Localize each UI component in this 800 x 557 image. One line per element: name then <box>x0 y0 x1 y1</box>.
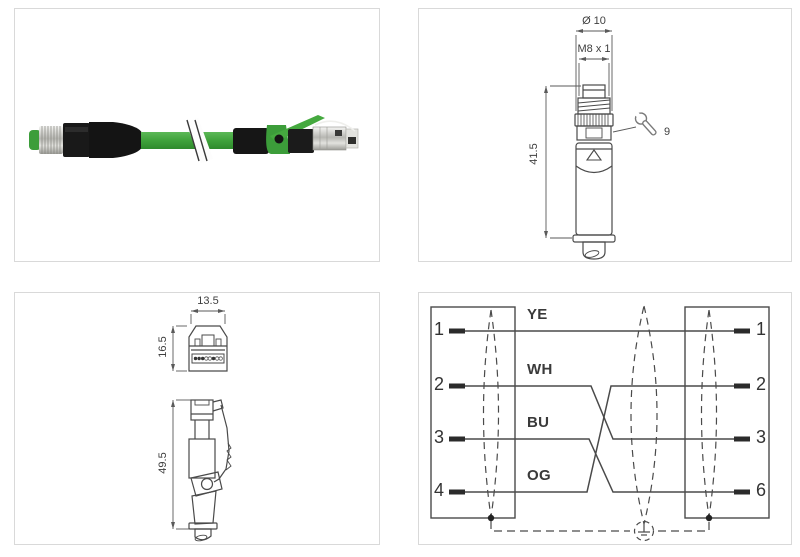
product-photo-illustration <box>29 115 359 164</box>
thread-dimension-label: M8 x 1 <box>577 43 611 55</box>
width-dimension-label: 13.5 <box>197 295 219 307</box>
height-dimension-label: 16.5 <box>157 336 169 358</box>
ground-connection <box>490 520 710 542</box>
wire-label-ye: YE <box>527 306 548 323</box>
right-pin-6: 6 <box>755 480 766 500</box>
wire-lines <box>465 330 734 493</box>
right-pin-2: 2 <box>755 374 766 394</box>
wrench-icon <box>633 111 657 136</box>
wrench-leader-line <box>612 126 637 133</box>
wrench-size-label: 9 <box>664 126 671 138</box>
cable-photo <box>141 117 235 164</box>
pin-bars <box>449 328 750 495</box>
m8-connector-outline <box>572 84 616 260</box>
orientation-triangle <box>585 149 603 161</box>
latch-spring-wire <box>314 120 356 132</box>
right-shield-dot <box>705 514 713 522</box>
dimension-arrows <box>544 29 612 238</box>
right-pin-1: 1 <box>755 319 766 339</box>
m8-drawing <box>544 29 657 260</box>
left-shield-dot <box>487 514 495 522</box>
right-connector-box <box>684 306 770 519</box>
panel-m8-dimension-drawing: Ø 10 M8 x 1 41.5 9 <box>418 8 792 262</box>
rj45-side-view <box>188 399 232 542</box>
rj45-pin-dots <box>193 356 223 361</box>
dimension-arrows <box>171 309 225 529</box>
m8-connector-photo <box>29 122 142 158</box>
wire-og <box>465 385 734 493</box>
right-shield-ellipse <box>700 309 718 518</box>
panel-product-photo <box>14 8 380 262</box>
panel-wiring-diagram: 1 2 3 4 1 2 3 6 YE WH BU OG <box>418 292 792 545</box>
length-dimension-label: 41.5 <box>528 143 540 165</box>
left-connector-box <box>430 306 516 519</box>
left-pin-3: 3 <box>433 427 444 447</box>
wire-label-og: OG <box>527 467 551 484</box>
left-pin-1: 1 <box>433 319 444 339</box>
wire-label-wh: WH <box>527 361 553 378</box>
rj45-drawing <box>171 309 232 542</box>
rj45-connector-photo <box>233 115 359 154</box>
left-pin-2: 2 <box>433 374 444 394</box>
dimension-lines <box>545 30 613 239</box>
left-pin-4: 4 <box>433 480 444 500</box>
latch-lever <box>270 115 325 142</box>
wire-bu <box>465 438 734 493</box>
wire-wh <box>465 385 734 440</box>
earth-symbol-icon <box>638 524 650 536</box>
right-pin-3: 3 <box>755 427 766 447</box>
rj45-front-view <box>188 325 228 372</box>
side-length-dimension-label: 49.5 <box>157 452 169 474</box>
diameter-dimension-label: Ø 10 <box>582 15 606 27</box>
wire-label-bu: BU <box>527 414 550 431</box>
panel-rj45-dimension-drawing: 13.5 16.5 49.5 <box>14 292 380 545</box>
left-shield-ellipse <box>482 309 500 518</box>
wiring-diagram <box>430 305 770 542</box>
ground-circle <box>633 520 655 542</box>
